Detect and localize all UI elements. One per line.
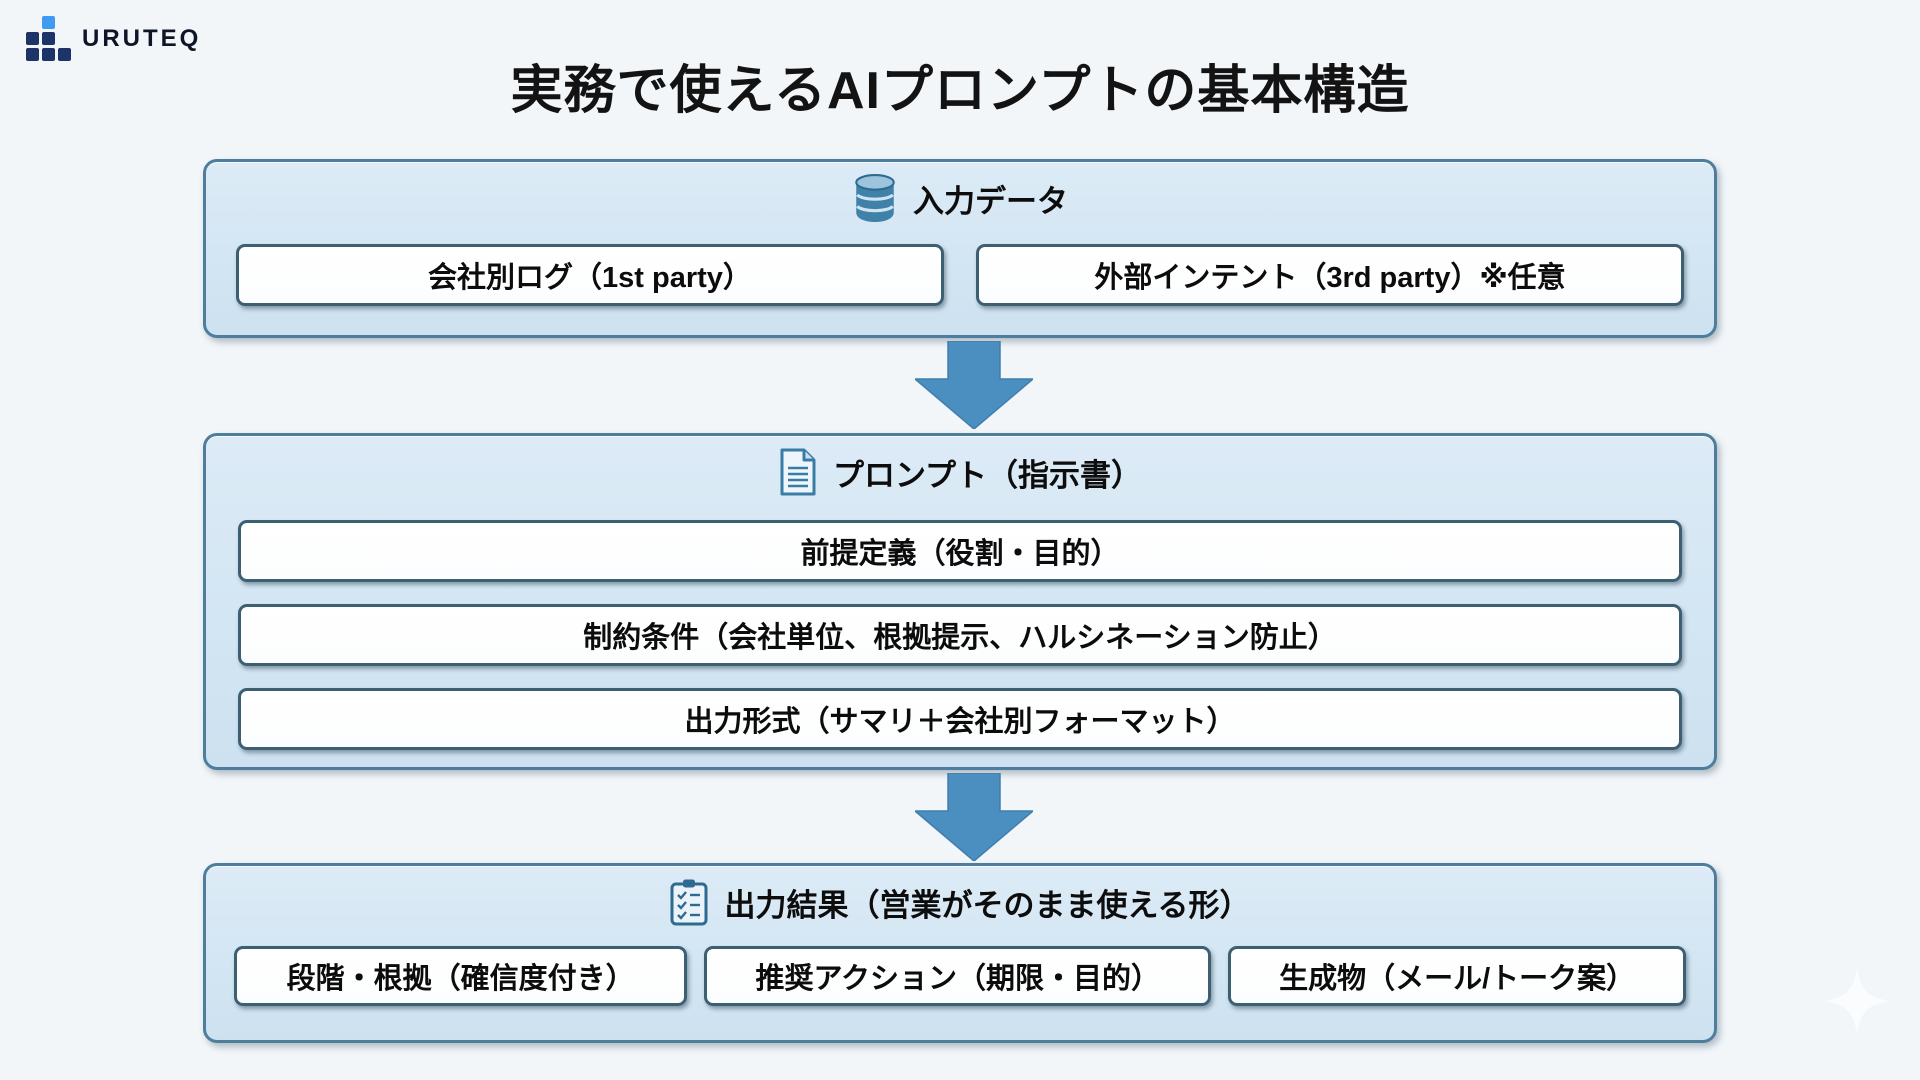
section-input-header-label: 入力データ (913, 183, 1068, 219)
down-arrow-icon (915, 341, 1033, 429)
item-external-intent: 外部インテント（3rd party）※任意 (976, 244, 1684, 306)
section-input-header: 入力データ (206, 174, 1714, 222)
sparkle-icon (1824, 968, 1890, 1034)
item-stage-evidence: 段階・根拠（確信度付き） (234, 946, 688, 1006)
brand-logo-text: URUTEQ (82, 24, 202, 52)
bar-chart-squares-icon (26, 16, 71, 61)
down-arrow-icon (915, 773, 1033, 861)
item-generated-output: 生成物（メール/トーク案） (1228, 946, 1686, 1006)
item-company-log: 会社別ログ（1st party） (236, 244, 944, 306)
clipboard-icon (669, 878, 709, 926)
section-prompt: プロンプト（指示書） 前提定義（役割・目的） 制約条件（会社単位、根拠提示、ハル… (203, 433, 1717, 770)
database-icon (852, 173, 898, 223)
item-premise-definition: 前提定義（役割・目的） (238, 520, 1682, 582)
page-title: 実務で使えるAIプロンプトの基本構造 (510, 62, 1410, 120)
section-output-header: 出力結果（営業がそのまま使える形） (206, 878, 1714, 926)
section-output-result: 出力結果（営業がそのまま使える形） 段階・根拠（確信度付き） 推奨アクション（期… (203, 863, 1717, 1043)
item-output-format: 出力形式（サマリ＋会社別フォーマット） (238, 688, 1682, 750)
document-icon (778, 448, 818, 496)
section-prompt-header-label: プロンプト（指示書） (832, 457, 1143, 493)
item-constraints: 制約条件（会社単位、根拠提示、ハルシネーション防止） (238, 604, 1682, 666)
section-input-data: 入力データ 会社別ログ（1st party） 外部インテント（3rd party… (203, 159, 1717, 338)
item-recommended-action: 推奨アクション（期限・目的） (704, 946, 1212, 1006)
section-prompt-header: プロンプト（指示書） (206, 448, 1714, 496)
section-output-header-label: 出力結果（営業がそのまま使える形） (724, 887, 1251, 923)
brand-logo: URUTEQ (26, 16, 201, 61)
